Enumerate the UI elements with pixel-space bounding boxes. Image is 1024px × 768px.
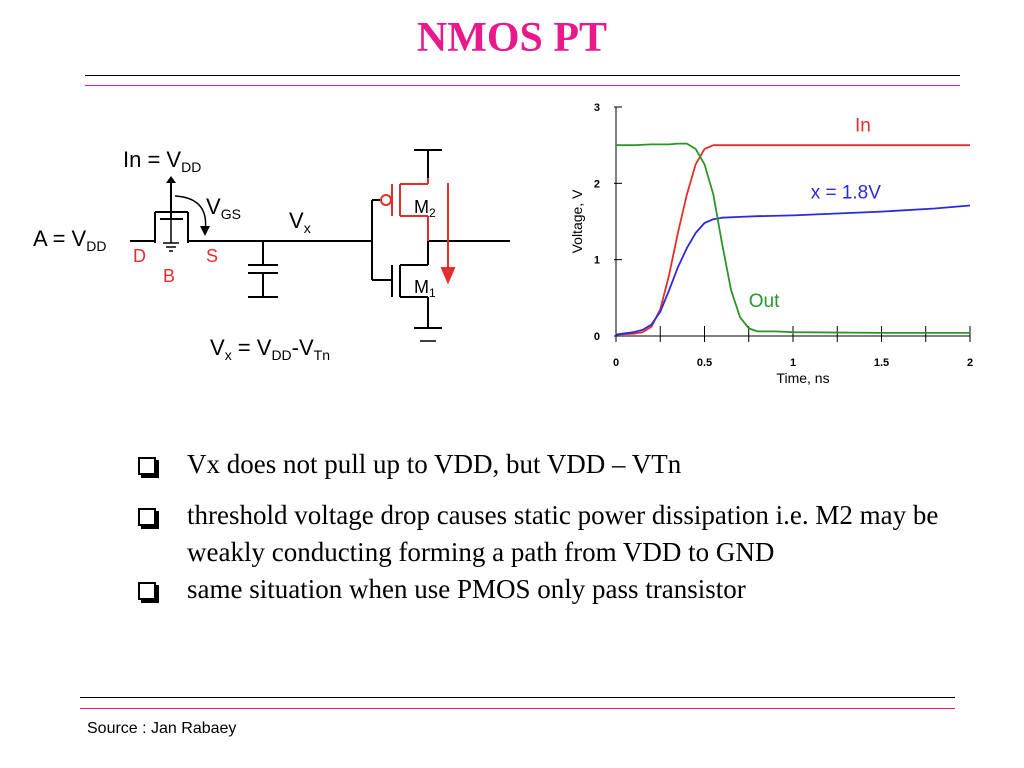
source-credit: Source : Jan Rabaey	[87, 720, 237, 737]
x-tick-label: 1	[790, 357, 796, 369]
vx-equation: Vx = VDD-VTn	[210, 335, 330, 363]
top-rule-pink	[85, 85, 960, 86]
b-label: B	[163, 266, 175, 286]
a-label: A = VDD	[33, 226, 106, 254]
circuit-diagram: In = VDD A = VDD VGS Vx D B S M2 M1 Vx =…	[33, 147, 510, 363]
bottom-rule-pink	[80, 708, 955, 709]
x-tick-label: 2	[967, 357, 973, 369]
current-arrowhead	[440, 267, 456, 285]
gate-arrowhead	[166, 176, 176, 183]
bullet-text: threshold voltage drop causes static pow…	[187, 500, 939, 567]
series-annotation: In	[855, 115, 871, 136]
series-annotation: x = 1.8V	[811, 183, 882, 204]
pmos-bubble	[380, 194, 392, 206]
m1-label: M1	[414, 277, 436, 300]
bottom-rule-black	[80, 697, 955, 698]
vgs-arrowhead	[200, 226, 210, 236]
y-tick-label: 2	[594, 178, 600, 190]
checkbox-bullet-icon	[138, 582, 156, 600]
m2-label: M2	[414, 197, 436, 220]
y-axis-label: Voltage, V	[569, 189, 585, 253]
series-line	[616, 142, 970, 334]
vgs-label: VGS	[206, 194, 241, 222]
checkbox-bullet-icon	[138, 457, 156, 475]
series-line	[615, 204, 971, 336]
bullet-list: Vx does not pull up to VDD, but VDD – VT…	[138, 446, 958, 608]
x-axis-label: Time, ns	[776, 370, 829, 386]
x-tick-label: 0	[613, 357, 619, 369]
y-tick-label: 1	[594, 255, 600, 267]
top-rule-black	[85, 75, 960, 76]
bullet-item: same situation when use PMOS only pass t…	[138, 571, 958, 608]
vx-label: Vx	[289, 208, 311, 236]
x-tick-label: 0.5	[697, 357, 712, 369]
x-tick-label: 1.5	[874, 357, 889, 369]
series-annotation: Out	[749, 291, 780, 312]
in-label: In = VDD	[123, 147, 201, 175]
s-label: S	[206, 246, 218, 266]
y-tick-label: 0	[594, 331, 600, 343]
bullet-text: same situation when use PMOS only pass t…	[187, 574, 746, 604]
slide-title: NMOS PT	[416, 15, 608, 61]
bullet-item: Vx does not pull up to VDD, but VDD – VT…	[138, 446, 958, 483]
checkbox-bullet-icon	[138, 508, 156, 526]
bullet-text: Vx does not pull up to VDD, but VDD – VT…	[187, 449, 682, 479]
d-label: D	[133, 246, 146, 266]
bullet-item: threshold voltage drop causes static pow…	[138, 497, 958, 571]
series-line	[615, 144, 970, 336]
y-tick-label: 3	[594, 102, 600, 114]
